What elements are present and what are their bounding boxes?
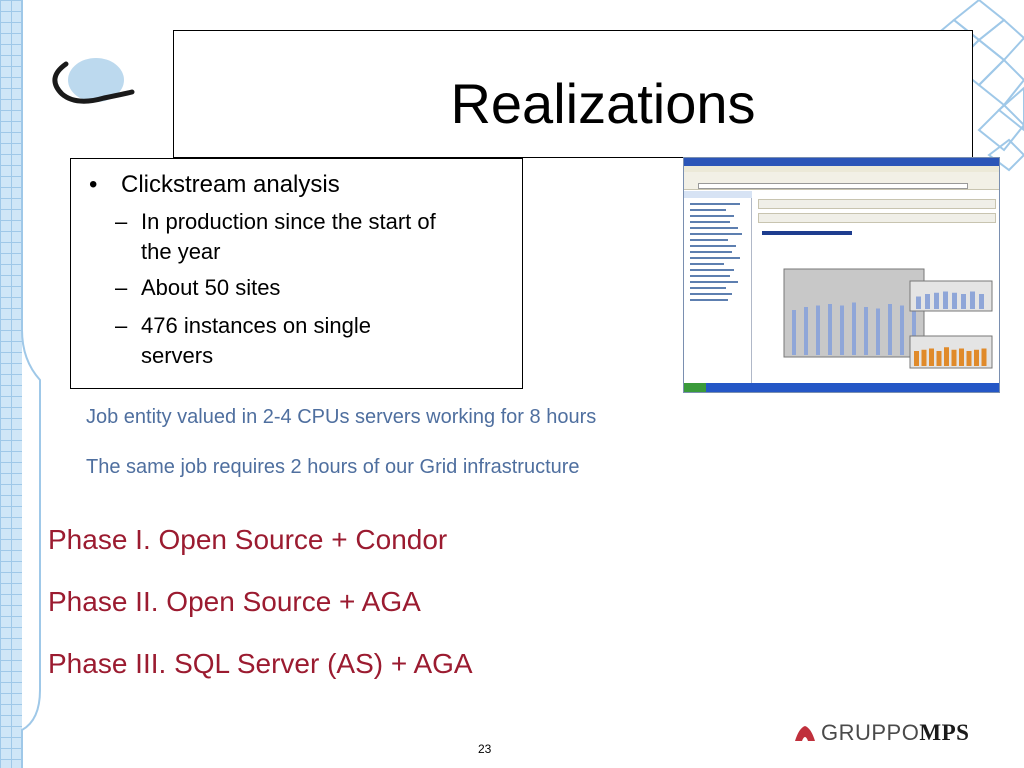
screenshot-sidebar-item [690, 221, 730, 223]
dash-icon: – [115, 313, 128, 338]
screenshot-sidebar-item [690, 203, 740, 205]
screenshot-chart-bar [974, 349, 979, 366]
screenshot-chart-bar [816, 305, 820, 355]
screenshot-chart-bar [925, 294, 930, 309]
screenshot-chart-bar [852, 302, 856, 355]
screenshot-filter-bar [758, 199, 996, 209]
screenshot-taskbar [684, 383, 999, 392]
clickstream-screenshot [683, 157, 1000, 393]
screenshot-sidebar-item [690, 239, 728, 241]
screenshot-chart-bar [840, 305, 844, 355]
screenshot-main-area [754, 191, 999, 383]
brand-name: GRUPPOMPS [821, 720, 969, 746]
screenshot-sidebar-item [690, 287, 726, 289]
screenshot-chart-bar [900, 305, 904, 355]
page-number: 23 [478, 742, 492, 756]
sub-item: – About 50 sites [115, 273, 501, 303]
screenshot-chart-bar [916, 296, 921, 309]
screenshot-chart-bar [951, 349, 957, 366]
sub-item-line: In production since the start of [141, 209, 436, 234]
screenshot-sidebar-header [684, 191, 752, 198]
screenshot-sidebar-item [690, 215, 734, 217]
screenshot-chart-bar [944, 347, 949, 366]
screenshot-chart-bar [914, 351, 919, 366]
screenshot-nav-bar [758, 213, 996, 223]
screenshot-chart-bar [828, 304, 832, 355]
phase-item: Phase II. Open Source + AGA [48, 586, 421, 617]
screenshot-sidebar-item [690, 281, 738, 283]
screenshot-sidebar-item [690, 293, 732, 295]
screenshot-sidebar [684, 191, 752, 383]
screenshot-chart-bar [864, 307, 868, 355]
sub-item: – In production since the start of the y… [115, 207, 501, 267]
screenshot-chart-bar [970, 291, 975, 309]
sub-item-line: About 50 sites [141, 275, 281, 300]
sub-item: – 476 instances on single servers [115, 311, 501, 371]
slide-title: Realizations [450, 72, 756, 135]
screenshot-sidebar-item [690, 227, 738, 229]
screenshot-chart-bar [961, 294, 966, 309]
bullet-text: Clickstream analysis [121, 171, 340, 198]
screenshot-sidebar-item [690, 233, 742, 235]
screenshot-chart-bar [876, 308, 880, 355]
dash-icon: – [115, 209, 128, 234]
screenshot-charts [783, 268, 993, 369]
screenshot-chart-bar [952, 292, 957, 309]
dash-icon: – [115, 275, 128, 300]
title-box: Realizations [173, 30, 973, 158]
screenshot-start-button [684, 383, 706, 392]
screenshot-chart-bar [921, 349, 927, 366]
note-text: Job entity valued in 2-4 CPUs servers wo… [86, 406, 597, 428]
note-text: The same job requires 2 hours of our Gri… [86, 456, 580, 478]
screenshot-chart-bar [888, 304, 892, 355]
screenshot-sidebar-item [690, 263, 724, 265]
company-logo [52, 58, 135, 104]
sub-item-line: 476 instances on single [141, 313, 371, 338]
screenshot-chart-bar [929, 348, 934, 366]
left-curve-decoration [21, 0, 41, 768]
phase-item: Phase III. SQL Server (AS) + AGA [48, 648, 473, 679]
screenshot-chart-bar [979, 294, 984, 309]
screenshot-sidebar-item [690, 299, 728, 301]
screenshot-sidebar-item [690, 209, 726, 211]
brand-prefix: GRUPPO [821, 720, 920, 745]
screenshot-sidebar-item [690, 275, 730, 277]
screenshot-chart-bar [804, 307, 808, 355]
screenshot-chart-bar [792, 310, 796, 355]
sub-item-line: the year [141, 239, 221, 264]
screenshot-sidebar-item [690, 251, 732, 253]
screenshot-chart-bar [966, 351, 972, 366]
screenshot-chart-bar [912, 310, 916, 355]
brand-suffix: MPS [919, 720, 970, 745]
brand-mark-icon [795, 726, 815, 741]
bullet-dot-icon: • [89, 171, 98, 198]
screenshot-sidebar-item [690, 269, 734, 271]
sub-item-line: servers [141, 343, 214, 368]
left-grid-decoration [0, 0, 22, 768]
screenshot-chart-bar [981, 348, 987, 366]
screenshot-chart-bar [959, 348, 964, 366]
screenshot-heading [762, 231, 852, 235]
content-box: • Clickstream analysis – In production s… [70, 158, 523, 389]
screenshot-sidebar-item [690, 245, 736, 247]
screenshot-titlebar [684, 158, 999, 166]
screenshot-address-bar [698, 183, 968, 189]
screenshot-menubar [684, 166, 999, 172]
screenshot-chart-bar [943, 291, 948, 309]
screenshot-chart-bar [936, 351, 942, 366]
screenshot-sidebar-item [690, 257, 740, 259]
phase-item: Phase I. Open Source + Condor [48, 524, 448, 555]
screenshot-chart-bar [934, 292, 939, 309]
